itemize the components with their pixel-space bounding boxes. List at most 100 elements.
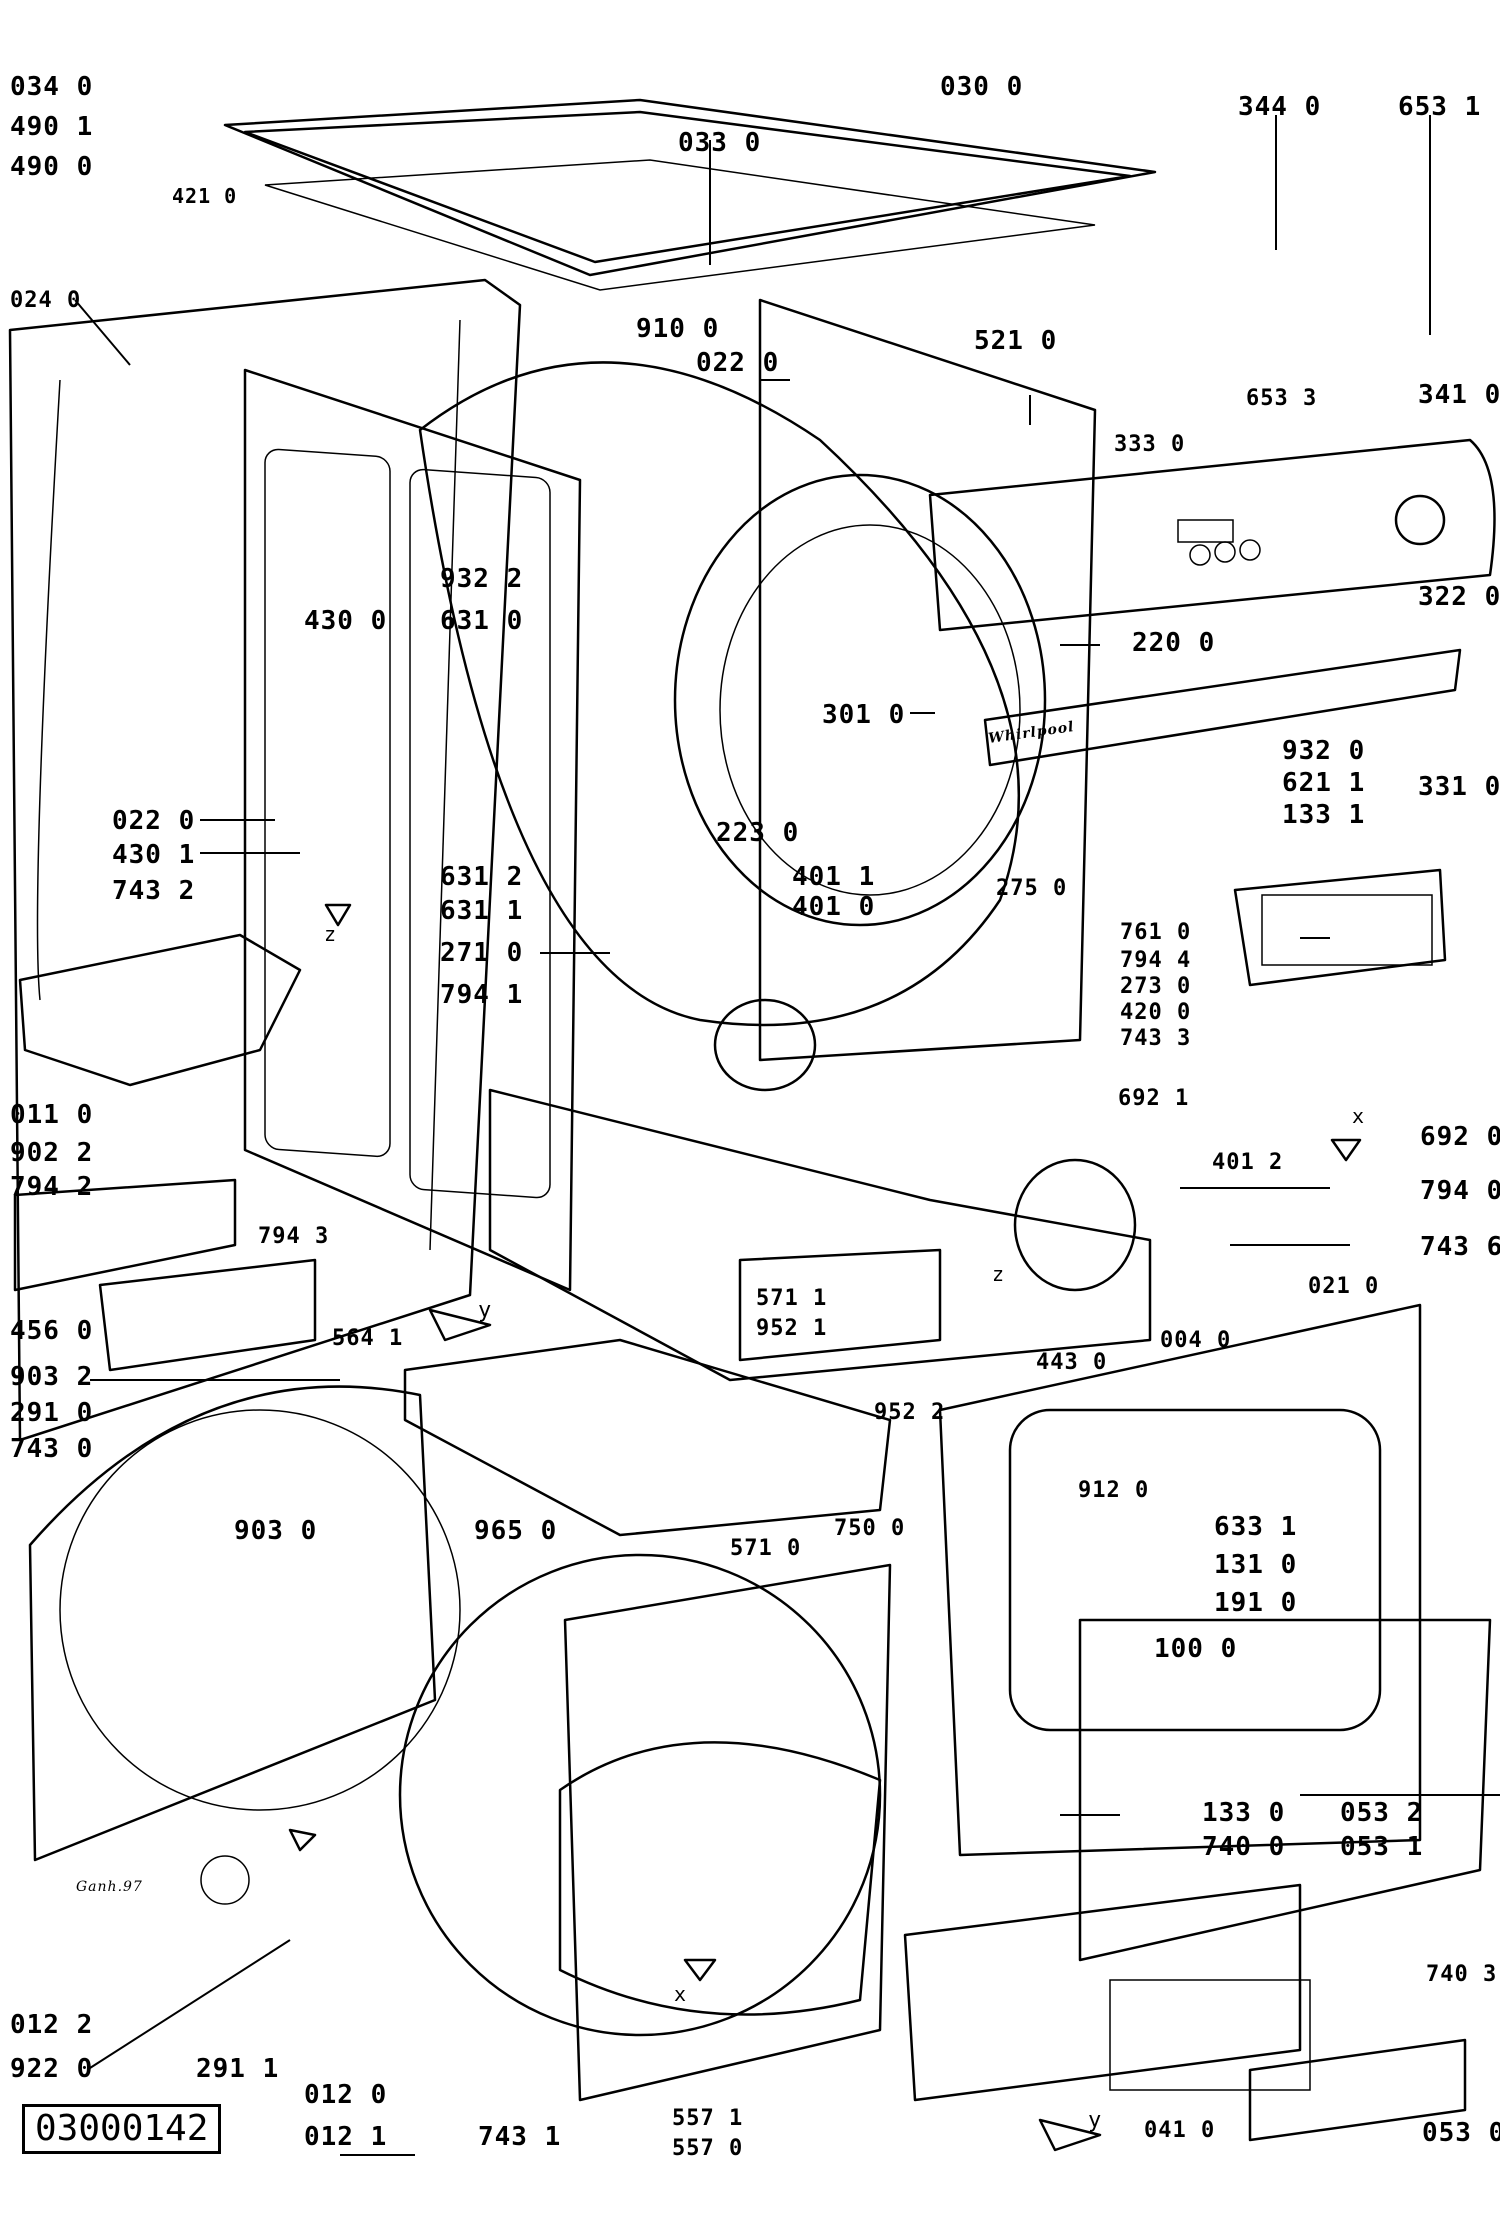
part-label: 301 0 — [822, 700, 906, 730]
part-label: 910 0 — [636, 314, 720, 344]
part-label: 571 0 — [730, 1536, 802, 1561]
part-label: 653 1 — [1398, 92, 1482, 122]
direction-marker: y — [1088, 2108, 1103, 2133]
part-label: 034 0 — [10, 72, 94, 102]
part-label: 401 1 — [792, 862, 876, 892]
part-label: 653 3 — [1246, 386, 1318, 411]
part-label: 021 0 — [1308, 1274, 1380, 1299]
part-label: 291 1 — [196, 2054, 280, 2084]
part-label: 430 1 — [112, 840, 196, 870]
part-label: 004 0 — [1160, 1328, 1232, 1353]
part-label: 022 0 — [112, 806, 196, 836]
part-label: 794 0 — [1420, 1176, 1500, 1206]
part-label: 131 0 — [1214, 1550, 1298, 1580]
part-label: 922 0 — [10, 2054, 94, 2084]
part-label: 053 1 — [1340, 1832, 1424, 1862]
part-label: 275 0 — [996, 876, 1068, 901]
side-drawer-part — [13, 933, 317, 1372]
part-label: 011 0 — [10, 1100, 94, 1130]
part-label: 033 0 — [678, 128, 762, 158]
part-label: 012 2 — [10, 2010, 94, 2040]
part-label: 012 1 — [304, 2122, 388, 2152]
part-label: 912 0 — [1078, 1478, 1150, 1503]
rear-panel-marking: Ganh.97 — [76, 1879, 143, 1895]
part-label: 022 0 — [696, 348, 780, 378]
part-label: 443 0 — [1036, 1350, 1108, 1375]
document-id: 03000142 — [22, 2104, 222, 2154]
part-label: 030 0 — [940, 72, 1024, 102]
part-label: 521 0 — [974, 326, 1058, 356]
part-label: 420 0 — [1120, 1000, 1192, 1025]
part-label: 932 2 — [440, 564, 524, 594]
part-label: 053 0 — [1422, 2118, 1500, 2148]
part-label: 456 0 — [10, 1316, 94, 1346]
direction-arrows — [288, 903, 1362, 2152]
filter-basket-part — [1233, 868, 1447, 987]
part-label: 291 0 — [10, 1398, 94, 1428]
part-label: 903 2 — [10, 1362, 94, 1392]
part-label: 794 2 — [10, 1172, 94, 1202]
part-label: 932 0 — [1282, 736, 1366, 766]
part-label: 743 6 — [1420, 1232, 1500, 1262]
part-label: 631 1 — [440, 896, 524, 926]
part-label: 557 0 — [672, 2136, 744, 2161]
part-label: 012 0 — [304, 2080, 388, 2110]
part-label: 273 0 — [1120, 974, 1192, 999]
leader-lines — [74, 115, 1500, 2156]
part-label: 571 1 — [756, 1286, 828, 1311]
part-label: 743 0 — [10, 1434, 94, 1464]
part-label: 220 0 — [1132, 628, 1216, 658]
part-label: 430 0 — [304, 606, 388, 636]
part-label: 564 1 — [332, 1326, 404, 1351]
part-label: 743 2 — [112, 876, 196, 906]
part-label: 794 4 — [1120, 948, 1192, 973]
part-label: 344 0 — [1238, 92, 1322, 122]
motor-and-blower-part — [488, 998, 1152, 1382]
part-label: 271 0 — [440, 938, 524, 968]
top-cover-part — [223, 98, 1157, 291]
part-label: 692 1 — [1118, 1086, 1190, 1111]
part-label: 331 0 — [1418, 772, 1500, 802]
part-label: 341 0 — [1418, 380, 1500, 410]
part-label: 557 1 — [672, 2106, 744, 2131]
part-label: 750 0 — [834, 1516, 906, 1541]
part-label: 633 1 — [1214, 1512, 1298, 1542]
front-bulkhead-part — [398, 1553, 892, 2102]
part-label: 133 0 — [1202, 1798, 1286, 1828]
part-label: 024 0 — [10, 288, 82, 313]
part-label: 740 0 — [1202, 1832, 1286, 1862]
part-label: 401 2 — [1212, 1150, 1284, 1175]
part-label: 692 0 — [1420, 1122, 1500, 1152]
part-label: 490 0 — [10, 152, 94, 182]
direction-marker: z — [992, 1262, 1006, 1286]
control-panel-part — [928, 438, 1496, 767]
direction-marker: x — [674, 1982, 688, 2006]
part-label: 794 1 — [440, 980, 524, 1010]
part-label: 333 0 — [1114, 432, 1186, 457]
rear-frame-part — [758, 298, 1097, 1062]
part-label: 100 0 — [1154, 1634, 1238, 1664]
part-label: 965 0 — [474, 1516, 558, 1546]
part-label: 053 2 — [1340, 1798, 1424, 1828]
part-label: 631 2 — [440, 862, 524, 892]
part-label: 041 0 — [1144, 2118, 1216, 2143]
rear-bulkhead-part — [28, 1385, 461, 1905]
part-label: 133 1 — [1282, 800, 1366, 830]
part-label: 191 0 — [1214, 1588, 1298, 1618]
part-label: 621 1 — [1282, 768, 1366, 798]
part-label: 743 3 — [1120, 1026, 1192, 1051]
part-label: 740 3 — [1426, 1962, 1498, 1987]
part-label: 743 1 — [478, 2122, 562, 2152]
direction-marker: x — [1352, 1104, 1366, 1128]
inner-panel-part — [243, 368, 582, 1292]
part-label: 322 0 — [1418, 582, 1500, 612]
part-label: 952 1 — [756, 1316, 828, 1341]
left-side-panel-part — [8, 278, 522, 1442]
part-label: 223 0 — [716, 818, 800, 848]
front-door-part — [938, 1303, 1492, 1962]
part-label: 952 2 — [874, 1400, 946, 1425]
part-label: 761 0 — [1120, 920, 1192, 945]
direction-marker: y — [478, 1298, 493, 1323]
